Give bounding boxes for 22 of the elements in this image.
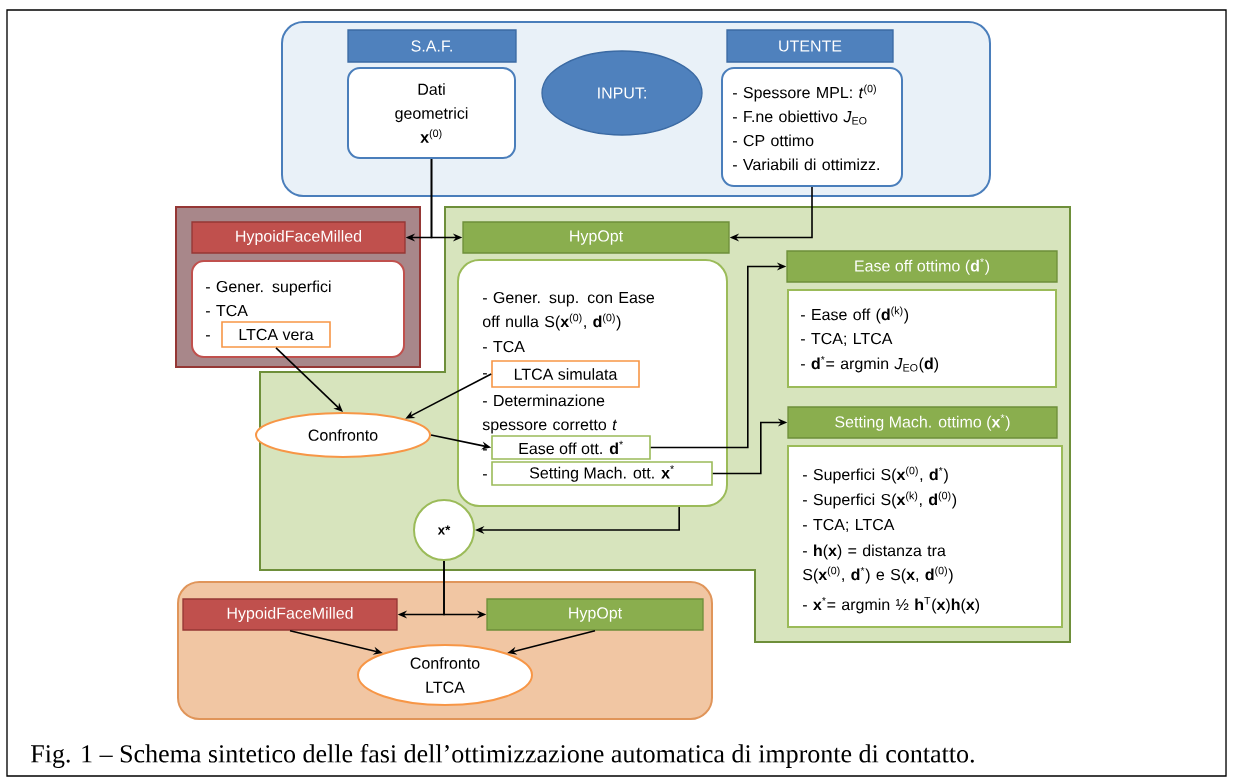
arrow xyxy=(275,347,343,412)
highlight-box: LTCA simulata xyxy=(491,360,640,388)
header-bar: HypoidFaceMilled xyxy=(182,598,398,631)
caption: Fig. 1 – Schema sintetico delle fasi dell’ottimizzazione automatica di impronte di contatto. xyxy=(31,744,974,768)
header-bar: S.A.F. xyxy=(347,29,517,63)
ellipse-label: Confronto LTCA xyxy=(357,644,533,706)
list-box: - Superfici S(x$^{(0)}$, d$^{*}$) - Superfici S(x$^{(k)}$, d$^{(0)}$) - TCA; LTCA - h(x) = distanza tra S(x$^{(0)}$, d$^{*}$) e S(x, d$^{(0)}$) - x$^{*}$= argmin ½ h$^{T}$(x)h(x) xyxy=(787,445,1063,628)
circle-label: x* xyxy=(413,499,475,561)
text-box: Dati geometrici x$^{(0)}$ xyxy=(347,67,516,159)
header-bar: Ease off ottimo (d$^{*}$) xyxy=(786,250,1058,283)
header-bar: HypOpt xyxy=(462,221,730,254)
ellipse-label: INPUT: xyxy=(541,50,703,136)
header-bar: Setting Mach. ottimo (x$^{*}$) xyxy=(787,406,1058,439)
highlight-box: Ease off ott. d$^{*}$ xyxy=(491,435,651,460)
header-bar: UTENTE xyxy=(726,29,894,63)
header-bar: HypoidFaceMilled xyxy=(191,221,406,254)
highlight-box: Setting Mach. ott. x$^{*}$ xyxy=(491,461,713,486)
header-bar: HypOpt xyxy=(486,598,704,631)
ellipse-label: Confronto xyxy=(255,412,431,458)
list-box: - Ease off (d$^{(k)}$) - TCA; LTCA - d$^{*}$= argmin J$_{EO}$(d) xyxy=(787,289,1057,388)
list-box: - Spessore MPL: t$^{(0)}$ - F.ne obiettivo J$_{EO}$ - CP ottimo - Variabili di ottimizz. xyxy=(721,67,903,187)
highlight-box: LTCA vera xyxy=(221,321,331,348)
